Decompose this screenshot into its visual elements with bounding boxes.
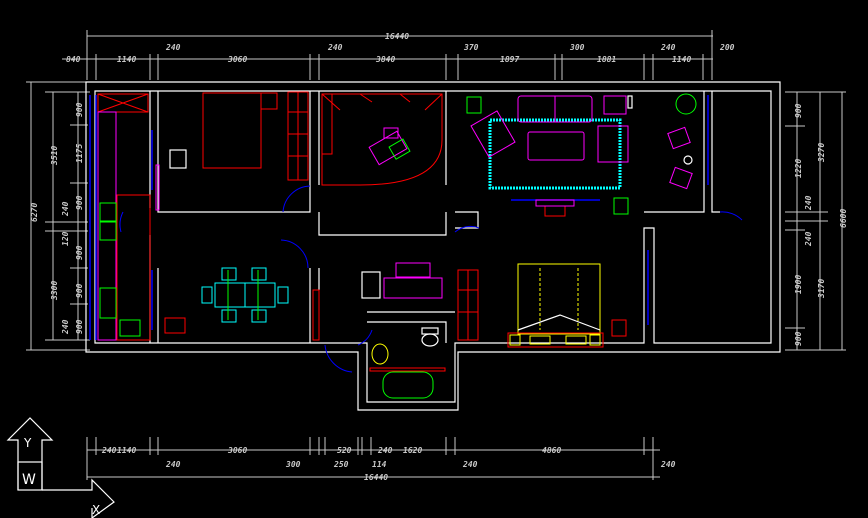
dim-bottom: 3060 [227, 446, 247, 455]
top-dimension-chain: 16440 840 1140 240 3060 240 3840 370 189… [62, 30, 735, 80]
hall-cabinet [312, 262, 443, 341]
dim-bottom: 520 [337, 446, 352, 455]
dim-right-middle: 3170 [817, 279, 826, 299]
dim-top: 1140 [672, 55, 691, 64]
ucs-y-label: Y [23, 436, 32, 450]
dim-left: 900 [75, 245, 84, 260]
dim-top: 840 [66, 55, 81, 64]
dim-left: 900 [75, 283, 84, 298]
living-room [466, 95, 633, 217]
dim-top: 1140 [117, 55, 136, 64]
ucs-icon: Y W X [6, 417, 115, 518]
main-bedroom [457, 263, 627, 348]
dim-left: 900 [75, 195, 84, 210]
dim-bottom: 1620 [403, 446, 422, 455]
dim-right: 240 [804, 195, 813, 211]
dim-bottom: 240 [101, 446, 117, 455]
dim-bottom: 240 [660, 460, 676, 469]
dim-top: 240 [327, 43, 343, 52]
dim-right: 1220 [794, 159, 803, 178]
kitchen [97, 93, 186, 341]
dim-top: 1897 [500, 55, 519, 64]
dim-bottom: 114 [372, 460, 387, 469]
dim-bottom: 240 [377, 446, 393, 455]
dim-left-middle: 3510 [50, 146, 59, 166]
dim-left: 120 [61, 231, 70, 246]
dim-left: 900 [75, 102, 84, 117]
dim-bottom-total: 16440 [364, 473, 388, 482]
small-bedroom [155, 91, 309, 211]
dim-right: 900 [794, 331, 803, 346]
dim-bottom: 240 [165, 460, 181, 469]
doors [119, 185, 743, 373]
dim-bottom: 240 [462, 460, 478, 469]
left-dimension-chain: 6270 3510 3300 900 1175 900 240 120 900 … [26, 81, 90, 351]
right-dimension-chain: 900 1220 240 240 1900 900 3270 3170 6600 [785, 91, 848, 351]
dim-left: 1175 [75, 144, 84, 163]
ucs-w-label: W [22, 472, 36, 488]
dim-right: 1900 [794, 275, 803, 294]
dim-left-middle: 3300 [50, 281, 59, 301]
dim-top: 300 [569, 43, 585, 52]
dim-left: 900 [75, 319, 84, 334]
study [321, 93, 443, 186]
dining-table [201, 267, 289, 323]
dim-left-total: 6270 [30, 203, 39, 222]
dim-bottom: 300 [285, 460, 301, 469]
dim-right: 900 [794, 103, 803, 118]
dim-bottom: 1140 [117, 446, 136, 455]
dim-right: 240 [804, 231, 813, 247]
windows [89, 95, 709, 340]
dim-right-total: 6600 [839, 209, 848, 228]
bottom-dimension-chain: 240 1140 240 3060 300 250 520 114 240 16… [86, 437, 676, 482]
dim-bottom: 250 [333, 460, 349, 469]
dim-top: 370 [463, 43, 479, 52]
dim-bottom: 4860 [542, 446, 561, 455]
dim-top: 3060 [227, 55, 247, 64]
floor-plan-walls [85, 81, 781, 411]
dim-left: 240 [61, 201, 70, 217]
dim-top: 200 [719, 43, 735, 52]
bathroom [369, 327, 446, 399]
dim-top: 240 [165, 43, 181, 52]
balcony [667, 93, 697, 190]
dim-left: 240 [61, 319, 70, 335]
dim-top-total: 16440 [385, 32, 409, 41]
dim-top: 3840 [375, 55, 395, 64]
ucs-x-label: X [92, 503, 100, 517]
dim-right-middle: 3270 [817, 143, 826, 163]
dim-top: 1881 [597, 55, 616, 64]
dim-top: 240 [660, 43, 676, 52]
